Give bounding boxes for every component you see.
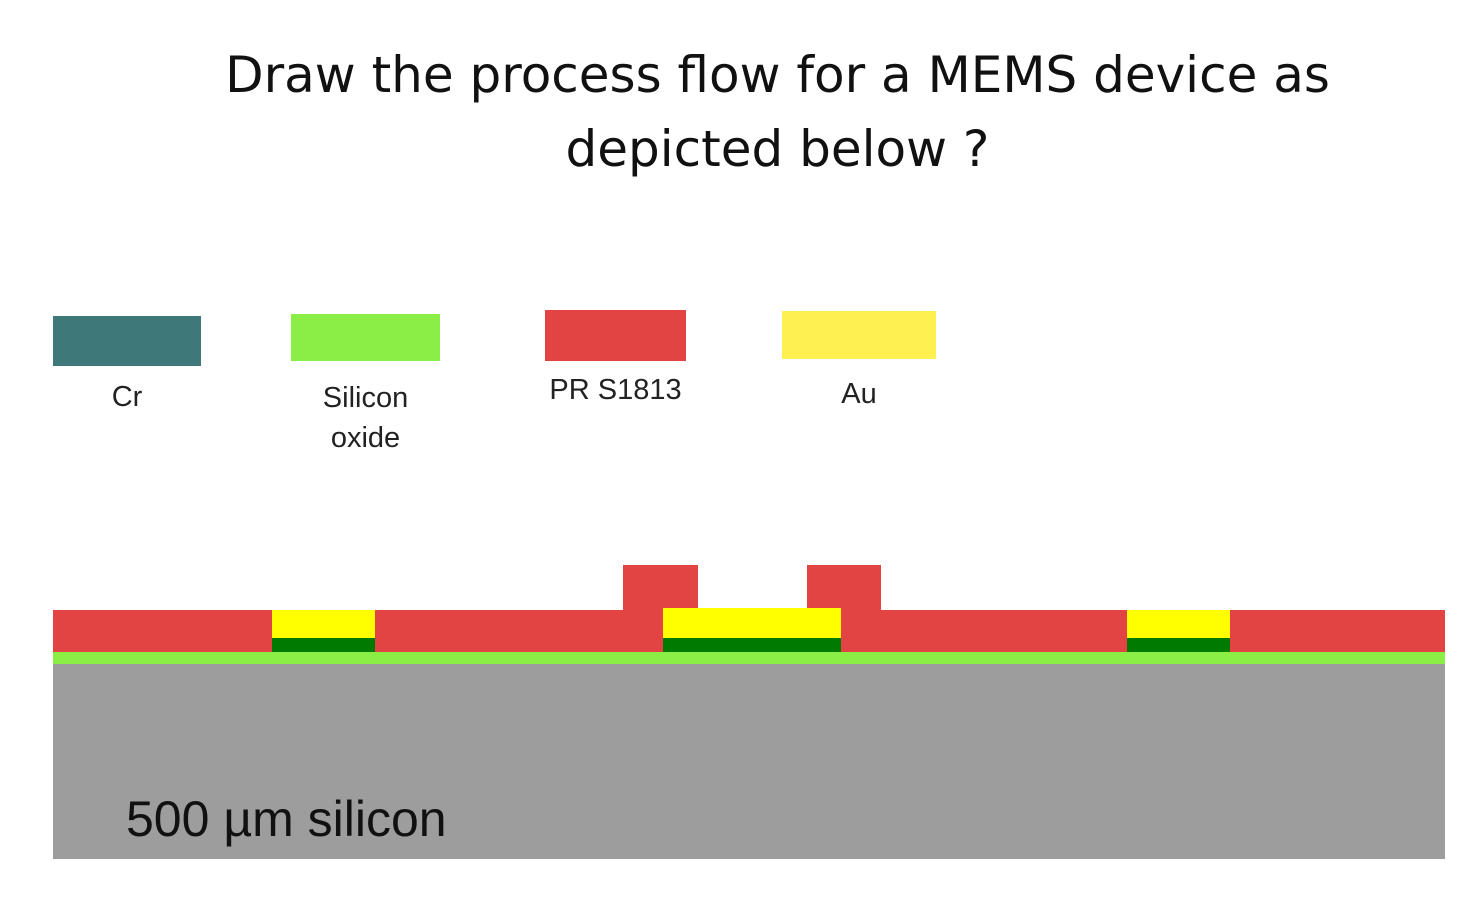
chromium-pad-left (272, 638, 375, 652)
title-line-1: Draw the process flow for a MEMS device … (225, 46, 1330, 104)
question-title: Draw the process flow for a MEMS device … (0, 38, 1468, 186)
legend-swatch-silicon-oxide (291, 314, 440, 361)
photoresist-post-right (807, 565, 881, 611)
legend-swatch-au (782, 311, 936, 359)
legend-swatch-pr-s1813 (545, 310, 686, 361)
legend-label-au: Au (841, 378, 877, 410)
gold-pad-center (663, 608, 841, 638)
legend-label-cr: Cr (111, 381, 143, 413)
title-line-2: depicted below ? (565, 120, 990, 178)
silicon-oxide-layer (53, 652, 1445, 664)
silicon-substrate (53, 664, 1445, 859)
gold-pad-right (1127, 610, 1230, 638)
substrate-label: 500 µm silicon (126, 791, 447, 847)
legend-label-pr-s1813: PR S1813 (549, 374, 682, 406)
chromium-pad-right (1127, 638, 1230, 652)
gold-pad-left (272, 610, 375, 638)
chromium-pad-center (663, 638, 841, 652)
legend-swatch-cr (53, 316, 201, 366)
legend-label-silicon-oxide: Silicon oxide (322, 382, 409, 454)
photoresist-post-left (623, 565, 698, 611)
